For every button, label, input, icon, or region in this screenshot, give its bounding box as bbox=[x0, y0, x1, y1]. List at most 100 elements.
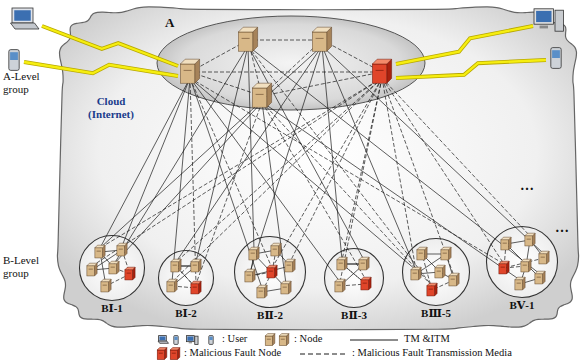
icon-front bbox=[515, 280, 523, 290]
phone-icon bbox=[9, 50, 19, 71]
phone-body bbox=[174, 336, 178, 345]
node-icon bbox=[521, 259, 531, 272]
inter-level-link bbox=[190, 78, 340, 282]
malicious-node-icon bbox=[170, 348, 180, 360]
icon-front bbox=[95, 248, 103, 258]
icon-front bbox=[279, 336, 286, 346]
lightning-shadow bbox=[24, 62, 178, 76]
node-icon bbox=[435, 265, 445, 278]
legend-dashed-line bbox=[300, 354, 346, 355]
desktop-monitor bbox=[187, 336, 195, 342]
inter-level-link bbox=[382, 78, 504, 264]
legend-solid-line bbox=[350, 340, 398, 341]
cluster-circle bbox=[487, 227, 558, 298]
inter-level-link bbox=[262, 102, 432, 286]
inter-level-link bbox=[248, 46, 540, 274]
icon-slot bbox=[527, 239, 531, 240]
icon-slot bbox=[259, 291, 263, 292]
malicious-node-icon bbox=[267, 265, 277, 278]
icon-slot bbox=[193, 287, 197, 288]
icon-slot bbox=[173, 265, 177, 266]
inter-level-link bbox=[262, 102, 520, 280]
lightning-bolt bbox=[24, 62, 178, 76]
node-icon bbox=[249, 247, 259, 260]
icon-front bbox=[285, 262, 293, 272]
icon-front bbox=[245, 272, 253, 282]
icon-front bbox=[180, 64, 194, 83]
icon-slot bbox=[287, 265, 291, 266]
inter-level-link bbox=[342, 78, 382, 260]
icon-top bbox=[441, 247, 451, 250]
inter-level-link bbox=[100, 78, 190, 248]
icon-slot bbox=[103, 285, 107, 286]
icon-front bbox=[411, 270, 419, 280]
lightning-bolt bbox=[396, 26, 533, 64]
node-icon bbox=[167, 279, 177, 292]
icon-slot bbox=[127, 273, 131, 274]
desktop-display bbox=[187, 336, 193, 340]
icon-slot bbox=[193, 265, 197, 266]
inter-level-link bbox=[322, 46, 342, 260]
icon-front bbox=[372, 64, 386, 83]
cluster-label: BⅠ-2 bbox=[175, 307, 197, 320]
lightning-shadow bbox=[396, 60, 546, 78]
icon-front bbox=[125, 270, 133, 280]
cluster-label: BⅠ-1 bbox=[101, 302, 123, 315]
malicious-node-icon bbox=[499, 261, 509, 274]
node-icon bbox=[501, 237, 511, 250]
icon-front bbox=[312, 32, 326, 51]
icon-top bbox=[101, 279, 111, 282]
inter-level-link bbox=[190, 78, 262, 288]
icon-slot bbox=[184, 70, 192, 71]
cluster-label: BⅤ-1 bbox=[509, 299, 534, 312]
icon-top bbox=[125, 267, 135, 270]
node-icon bbox=[87, 263, 97, 276]
desktop-tower bbox=[195, 336, 198, 344]
phone-screen bbox=[552, 50, 560, 58]
icon-front bbox=[501, 240, 509, 250]
icon-slot bbox=[413, 273, 417, 274]
cluster-circle bbox=[325, 249, 384, 308]
icon-slot bbox=[437, 271, 441, 272]
legend-samples bbox=[157, 334, 398, 360]
icon-front bbox=[171, 262, 179, 272]
icon-top bbox=[171, 259, 181, 262]
icon-slot bbox=[97, 251, 101, 252]
icon-slot bbox=[443, 253, 447, 254]
group-level-label: A-Level group bbox=[3, 70, 53, 95]
cluster-circle bbox=[403, 239, 470, 306]
node-icon bbox=[101, 279, 111, 292]
inter-level-link bbox=[382, 78, 530, 236]
icon-front bbox=[252, 88, 266, 107]
icon-top bbox=[267, 265, 277, 268]
cloud-label: Cloud (Internet) bbox=[80, 95, 142, 120]
laptop-icon bbox=[158, 336, 168, 344]
node-icon bbox=[171, 259, 181, 272]
malicious-node-icon bbox=[427, 283, 437, 296]
a-level-link bbox=[190, 72, 382, 73]
icon-top bbox=[180, 59, 199, 64]
icon-top bbox=[427, 283, 437, 286]
icon-slot bbox=[269, 271, 273, 272]
inter-level-link bbox=[382, 78, 454, 276]
icon-slot bbox=[361, 263, 365, 264]
icon-slot bbox=[316, 38, 324, 39]
node-icon bbox=[411, 267, 421, 280]
inter-level-link bbox=[114, 46, 248, 264]
icon-front bbox=[361, 280, 369, 290]
icon-slot bbox=[363, 283, 367, 284]
icon-top bbox=[521, 259, 531, 262]
icon-slot bbox=[429, 289, 433, 290]
icon-top bbox=[411, 267, 421, 270]
node-icon bbox=[180, 59, 199, 83]
desktop-tower bbox=[555, 10, 563, 31]
icon-top bbox=[525, 233, 535, 236]
inter-level-link bbox=[262, 102, 366, 280]
node-icon bbox=[449, 273, 459, 286]
icon-slot bbox=[376, 70, 384, 71]
lightning-bolt bbox=[396, 60, 546, 78]
icon-top bbox=[117, 243, 127, 246]
icon-front bbox=[449, 276, 457, 286]
icon-front bbox=[281, 284, 289, 294]
